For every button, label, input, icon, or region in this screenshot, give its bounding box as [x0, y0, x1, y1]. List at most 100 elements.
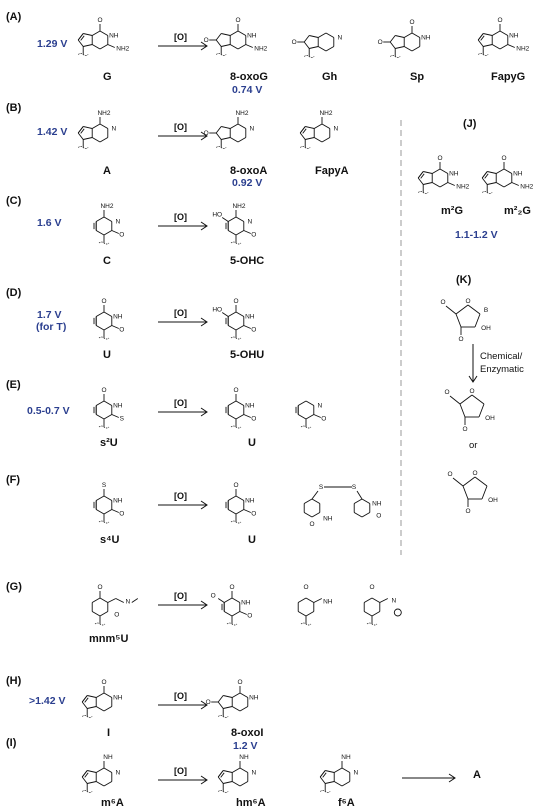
bond: [103, 692, 113, 698]
bond: [77, 132, 84, 140]
atom-label: O: [101, 387, 106, 394]
structure-mnm5u: ONO: [91, 584, 139, 626]
bond: [299, 132, 306, 140]
bond: [215, 33, 222, 41]
oxidant-label-g: [O]: [174, 591, 187, 601]
atom-label: O: [309, 521, 314, 528]
atom-label: S: [319, 484, 324, 491]
atom-label: NH: [513, 171, 523, 178]
bond: [221, 33, 231, 36]
atom-label: OH: [488, 497, 498, 504]
bond: [103, 509, 113, 515]
bond: [305, 137, 315, 140]
ribose-attachment: [481, 191, 493, 194]
bond: [313, 137, 323, 143]
bond: [243, 230, 251, 234]
bond: [131, 598, 139, 603]
bond: [215, 39, 222, 47]
bond: [299, 126, 306, 134]
bond: [481, 177, 488, 185]
bond: [243, 509, 251, 513]
atom-label: N: [333, 126, 338, 133]
bond: [371, 597, 381, 603]
arrow-d: [158, 317, 208, 327]
arrow-k: [468, 344, 478, 383]
bond: [491, 30, 501, 36]
bond: [462, 485, 469, 500]
ribose-attachment: [217, 790, 229, 793]
oxidant-label-h: [O]: [174, 691, 187, 701]
compound-label-5-ohu: 5-OHU: [230, 349, 264, 361]
atom-label: NH: [245, 403, 255, 410]
bond: [103, 311, 113, 317]
atom-label: O: [204, 130, 209, 137]
atom-label: NH: [113, 314, 123, 321]
bond: [484, 173, 489, 179]
bond: [487, 171, 497, 174]
atom-label: O: [97, 17, 102, 24]
oxidant-label-f: [O]: [174, 491, 187, 501]
bond: [503, 182, 513, 188]
bond: [81, 695, 88, 703]
oxidant-label-b: [O]: [174, 122, 187, 132]
bond: [95, 400, 105, 406]
bond: [325, 770, 335, 773]
bond: [229, 123, 239, 129]
atom-label: O: [251, 327, 256, 334]
atom-label: NH2: [232, 203, 245, 210]
bond: [103, 216, 113, 222]
atom-label: O: [472, 470, 477, 477]
oxidant-label-a: [O]: [174, 32, 187, 42]
oxidant-label-c: [O]: [174, 212, 187, 222]
ribose-attachment: [77, 146, 89, 149]
atom-label: OH: [481, 325, 491, 332]
bond: [95, 311, 105, 317]
bond: [217, 770, 224, 778]
charge-minus: [393, 608, 402, 617]
bond: [235, 311, 245, 317]
bond: [477, 39, 484, 47]
bond: [305, 597, 315, 603]
compound-label-u-e: U: [248, 437, 256, 449]
bond: [229, 30, 239, 36]
bond: [478, 403, 485, 418]
bond: [81, 776, 88, 784]
atom-label: NH2: [97, 110, 110, 117]
bond: [319, 776, 326, 784]
bond: [420, 173, 425, 179]
bond: [111, 325, 119, 329]
ribose-attachment: [417, 191, 429, 194]
atom-label: NH: [341, 754, 351, 761]
potential-panel-j: 1.1-1.2 V: [455, 229, 498, 241]
arrow-h: [158, 700, 208, 710]
bond: [379, 598, 388, 603]
bond: [223, 770, 233, 773]
bond: [297, 611, 307, 617]
bond: [417, 177, 424, 185]
bond: [411, 46, 421, 52]
bond: [223, 695, 233, 698]
bond: [303, 498, 313, 504]
bond: [103, 706, 113, 712]
bond: [99, 611, 109, 617]
bond: [81, 701, 88, 709]
structure-gh: ON: [292, 32, 342, 58]
bond: [80, 128, 85, 134]
bond: [87, 706, 97, 709]
atom-label: O: [321, 416, 326, 423]
panel-letter-g: (G): [6, 581, 22, 593]
bond: [319, 770, 326, 778]
bond: [103, 781, 113, 787]
atom-label: O: [233, 298, 238, 305]
bond: [491, 44, 501, 50]
bond: [235, 509, 245, 515]
atom-label: NH: [245, 498, 255, 505]
potential-8-oxoi: 1.2 V: [233, 740, 258, 752]
oxidant-label-d: [O]: [174, 308, 187, 318]
bond: [467, 304, 481, 315]
bond: [103, 325, 113, 331]
